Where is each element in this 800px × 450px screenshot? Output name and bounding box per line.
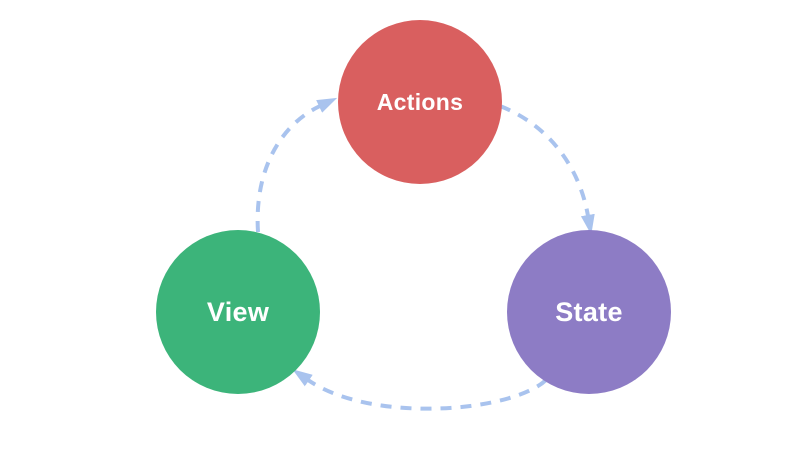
node-actions-label: Actions — [376, 88, 464, 115]
edge-actions-to-state-arrow — [499, 104, 595, 235]
edge-view-to-actions-arrow — [255, 97, 338, 233]
node-view-label: View — [206, 296, 270, 327]
edge-state-to-view-arrow — [292, 369, 548, 411]
node-view: View — [156, 230, 320, 394]
node-state: State — [507, 230, 671, 394]
node-state-label: State — [555, 296, 623, 327]
node-actions: Actions — [338, 20, 502, 184]
